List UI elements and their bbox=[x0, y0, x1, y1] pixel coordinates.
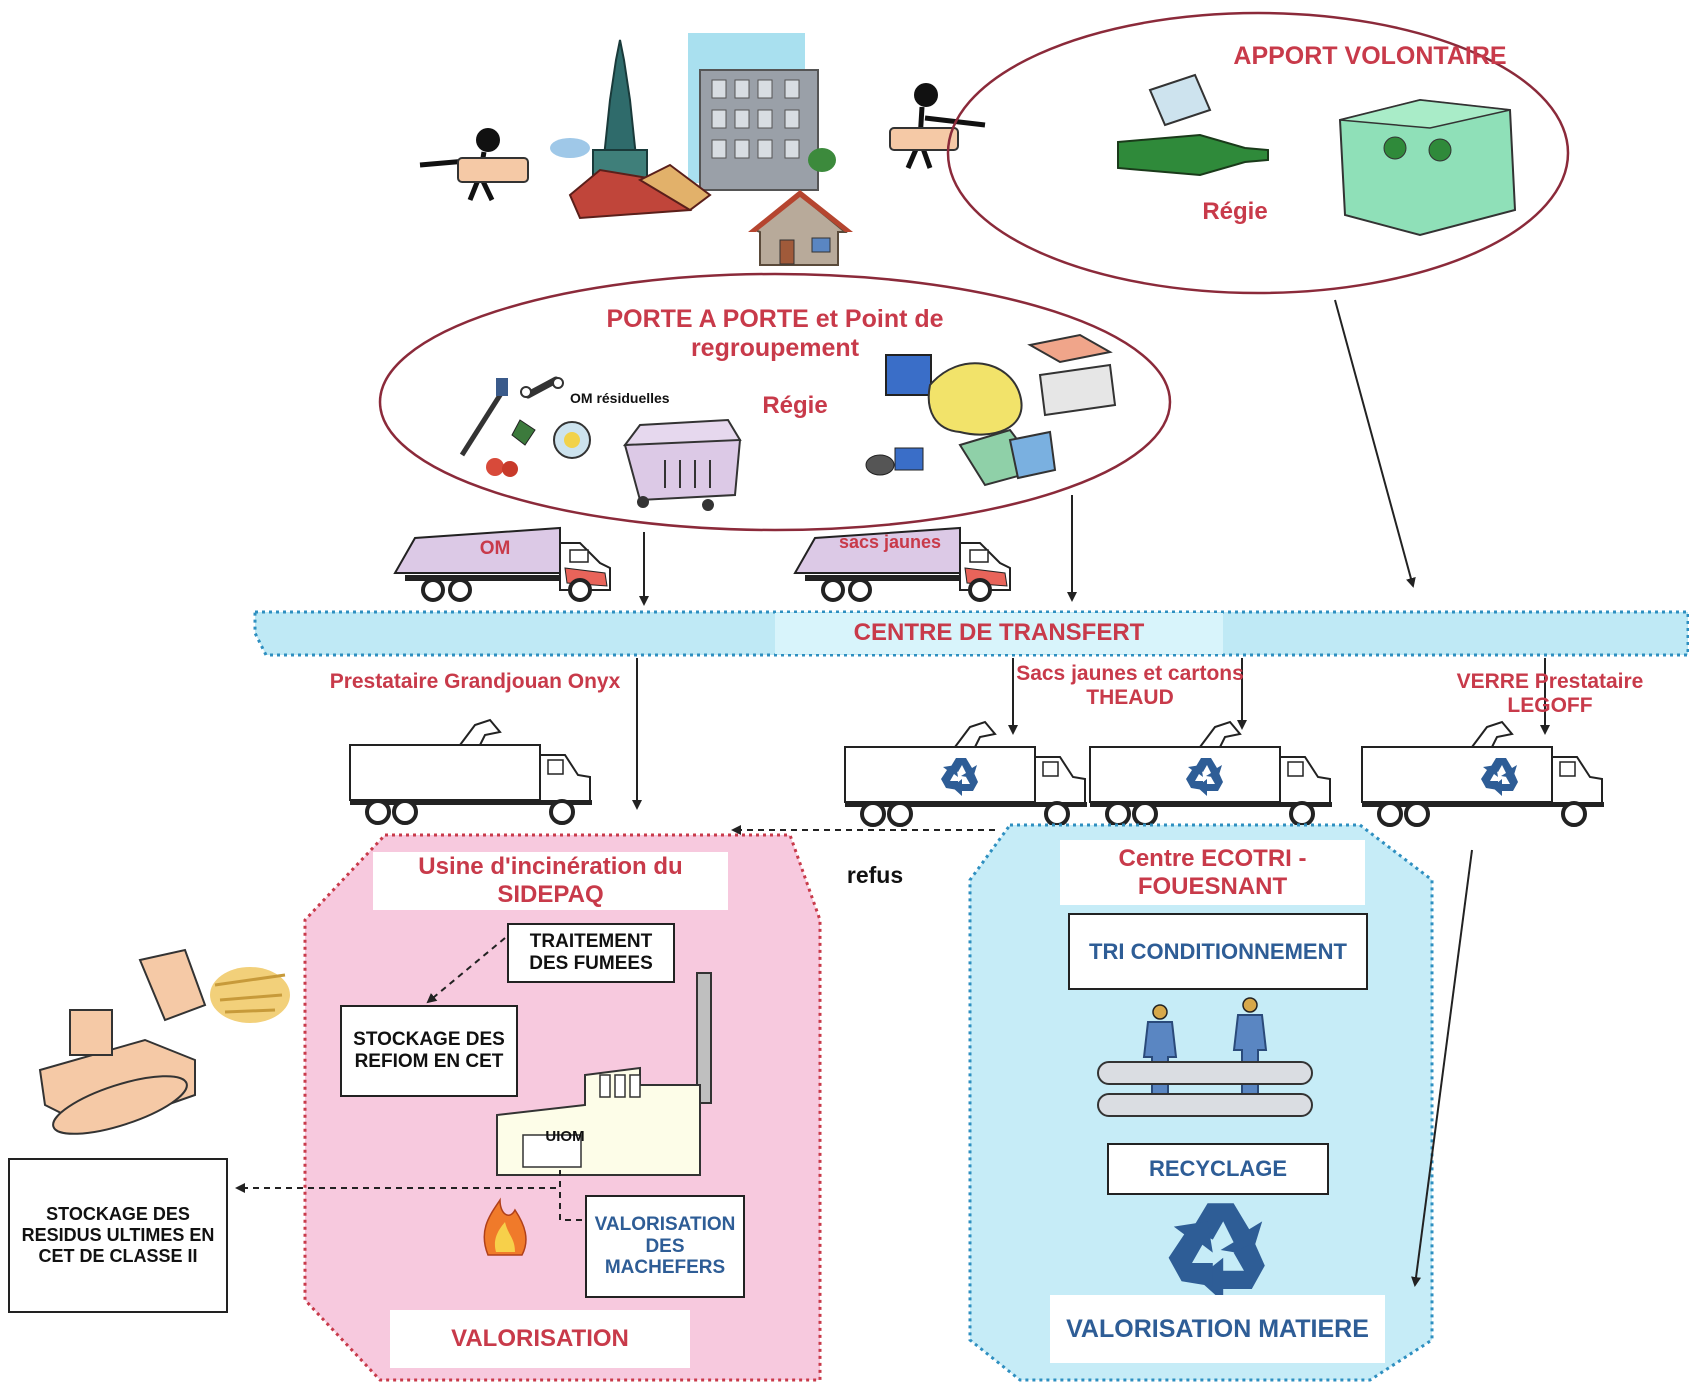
stockage-refiom-box: STOCKAGE DES REFIOM EN CET bbox=[340, 1005, 518, 1097]
leaf-icon bbox=[511, 419, 536, 446]
recyclage-box: RECYCLAGE bbox=[1107, 1143, 1329, 1195]
bulldozer-icon bbox=[38, 948, 207, 1135]
recyclables-pile-icon bbox=[865, 333, 1117, 487]
dashed-connector bbox=[426, 937, 506, 1004]
centre-transfert-label-bg bbox=[775, 613, 1223, 654]
prestataire-theaud-label: Sacs jaunes et cartons THEAUD bbox=[1016, 662, 1244, 710]
truck-om-label: OM bbox=[479, 538, 511, 559]
stockage-residus-box: STOCKAGE DES RESIDUS ULTIMES EN CET DE C… bbox=[8, 1158, 228, 1313]
valorisation-matiere-label: VALORISATION MATIERE bbox=[1050, 1295, 1385, 1363]
prestataire-grandjouan-label: Prestataire Grandjouan Onyx bbox=[329, 670, 621, 693]
fire-icon bbox=[483, 1197, 527, 1256]
usine-valorisation-label: VALORISATION bbox=[390, 1310, 690, 1368]
person-carrying-box-icon bbox=[419, 128, 529, 202]
bone-icon bbox=[520, 376, 564, 399]
truck-icon bbox=[348, 718, 594, 825]
dashed-connector bbox=[559, 1170, 597, 1225]
porte-a-porte-ellipse bbox=[378, 272, 1172, 532]
town-illustration bbox=[550, 33, 853, 266]
apport-volontaire-regie: Régie bbox=[1202, 198, 1268, 225]
truck-icon bbox=[1360, 720, 1606, 827]
recycling-container-icon bbox=[1338, 98, 1517, 237]
sorting-belt-icon bbox=[1097, 1061, 1313, 1117]
porte-a-porte-regie: Régie bbox=[762, 392, 828, 419]
glass-bottle-icon bbox=[1117, 73, 1269, 177]
prestataire-verre-label: VERRE Prestataire LEGOFF bbox=[1456, 670, 1644, 718]
porte-a-porte-title: PORTE A PORTE et Point de regroupement bbox=[606, 305, 944, 362]
lightbulb-icon bbox=[553, 421, 591, 459]
uiom-label: UIOM bbox=[545, 1128, 585, 1145]
waste-bin-icon bbox=[622, 418, 742, 511]
arrow bbox=[1334, 299, 1416, 588]
factory-icon bbox=[496, 972, 712, 1176]
hay-icon bbox=[210, 967, 290, 1023]
truck-sacs-jaunes-label: sacs jaunes bbox=[838, 532, 942, 552]
apport-volontaire-title: APPORT VOLONTAIRE bbox=[1233, 42, 1507, 70]
arrow bbox=[1411, 849, 1473, 1287]
valorisation-machefers-box: VALORISATION DES MACHEFERS bbox=[585, 1195, 745, 1298]
toothbrush-icon bbox=[459, 378, 508, 457]
tri-conditionnement-box: TRI CONDITIONNEMENT bbox=[1068, 913, 1368, 990]
ecotri-title: Centre ECOTRI - FOUESNANT bbox=[1060, 840, 1365, 905]
traitement-fumees-box: TRAITEMENT DES FUMEES bbox=[507, 923, 675, 983]
person-carrying-box-icon bbox=[889, 83, 986, 169]
om-residuelles-label: OM résiduelles bbox=[570, 390, 670, 406]
tomato-icon bbox=[486, 458, 518, 477]
usine-title: Usine d'incinération du SIDEPAQ bbox=[373, 852, 728, 910]
refus-label: refus bbox=[846, 862, 904, 888]
apport-volontaire-ellipse bbox=[946, 11, 1570, 295]
centre-transfert-label: CENTRE DE TRANSFERT bbox=[853, 619, 1145, 646]
